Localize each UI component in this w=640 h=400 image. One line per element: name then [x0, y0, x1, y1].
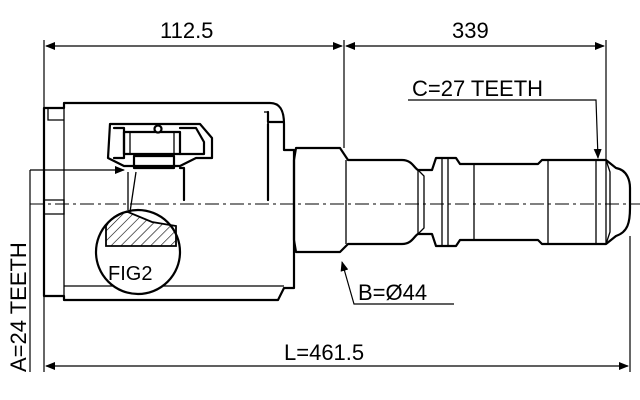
tripod-bearing: [106, 122, 214, 202]
shaft: [292, 146, 632, 254]
spline-a-label: A=24 TEETH: [6, 242, 31, 372]
spline-c-callout: C=27 TEETH: [408, 76, 602, 159]
dim-total-length: L=461.5: [43, 236, 631, 372]
spline-a-callout: A=24 TEETH: [6, 166, 125, 372]
diameter-b-callout: B=Ø44: [340, 261, 454, 305]
joint-housing: [42, 101, 296, 302]
spline-c-label: C=27 TEETH: [412, 76, 543, 101]
fig2-label: FIG2: [108, 263, 152, 285]
bearing-pin-icon: [153, 124, 163, 134]
diameter-b-label: B=Ø44: [358, 280, 427, 305]
dim-right-length: 339: [345, 18, 607, 160]
dim-total-value: L=461.5: [284, 340, 364, 365]
dim-right-value: 339: [452, 18, 489, 43]
dim-left-value: 112.5: [160, 18, 213, 43]
dim-left-length: 112.5: [43, 18, 345, 148]
fig2-callout: FIG2: [94, 171, 182, 296]
